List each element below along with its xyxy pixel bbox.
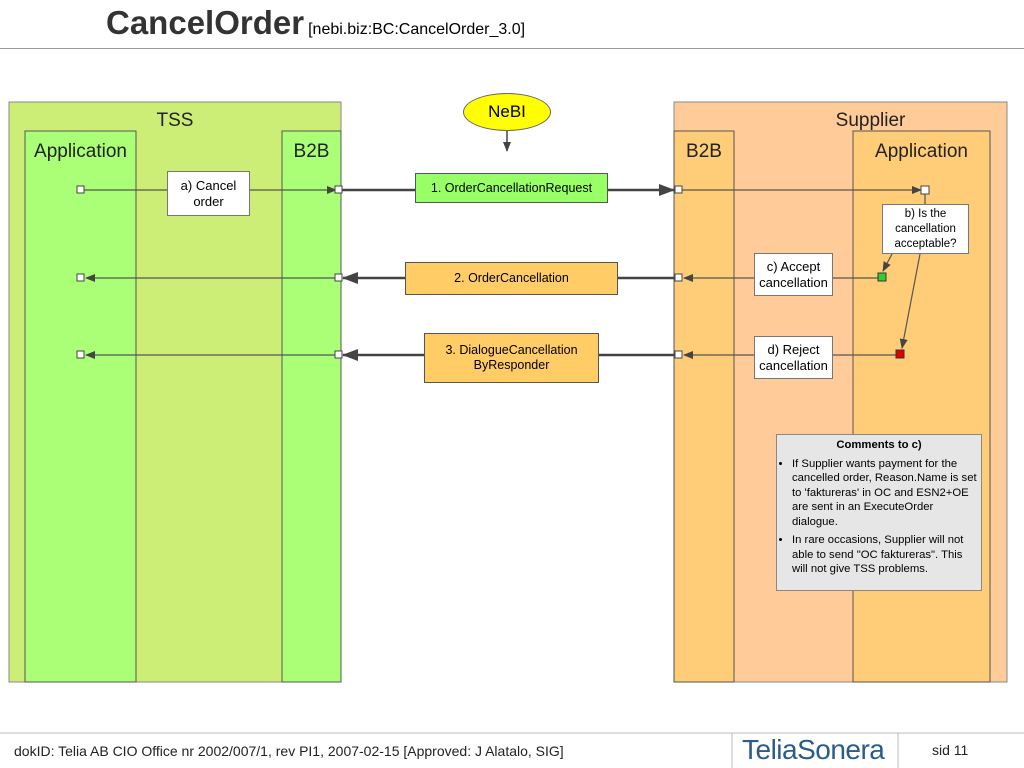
teliasonera-logo: TeliaSonera (742, 734, 885, 765)
comment-item: In rare occasions, Supplier will not abl… (792, 533, 977, 577)
message-dialogue-cancellation: 3. DialogueCancellation ByResponder (424, 333, 599, 383)
note-line: cancellation (895, 222, 956, 235)
nebi-node: NeBI (463, 93, 551, 131)
comments-title: Comments to c) (836, 439, 922, 451)
port (334, 185, 343, 194)
comments-box: Comments to c) If Supplier wants payment… (776, 434, 982, 591)
port (920, 185, 930, 195)
supplier-label: Supplier (835, 110, 906, 131)
note-reject-cancellation: d) Reject cancellation (754, 336, 833, 379)
note-is-acceptable: b) Is the cancellation acceptable? (882, 204, 969, 254)
port (674, 185, 683, 194)
port (76, 350, 85, 359)
message-order-cancellation-request: 1. OrderCancellationRequest (415, 173, 608, 203)
note-line: order (193, 193, 224, 209)
port (76, 273, 85, 282)
tss-application-label: Application (34, 141, 127, 162)
page-subtitle: [nebi.biz:BC:CancelOrder_3.0] (308, 21, 526, 38)
tss-b2b-label: B2B (293, 141, 330, 162)
page-title: CancelOrder[nebi.biz:BC:CancelOrder_3.0] (106, 4, 525, 42)
port (674, 350, 683, 359)
comments-list: If Supplier wants payment for the cancel… (781, 457, 977, 577)
tss-label: TSS (156, 110, 194, 131)
note-line: b) Is the (904, 207, 947, 220)
note-line: acceptable? (894, 237, 957, 250)
footer-doc-id: dokID: Telia AB CIO Office nr 2002/007/1… (14, 743, 564, 759)
port (334, 273, 343, 282)
port (674, 273, 683, 282)
port (76, 185, 85, 194)
header-divider (0, 48, 1024, 49)
supplier-b2b-lane (673, 130, 735, 683)
message-line: 3. DialogueCancellation (445, 343, 578, 357)
note-line: c) Accept (766, 258, 821, 274)
tss-application-lane (24, 130, 137, 683)
note-line: cancellation (759, 274, 828, 290)
decision-accept-branch (882, 253, 893, 272)
reject-marker (895, 349, 905, 359)
note-line: a) Cancel (180, 177, 237, 193)
message-order-cancellation: 2. OrderCancellation (405, 262, 618, 295)
accept-marker (877, 272, 887, 282)
port (334, 350, 343, 359)
tss-b2b-lane (281, 130, 342, 683)
note-line: cancellation (759, 357, 828, 373)
comment-item: If Supplier wants payment for the cancel… (792, 457, 977, 530)
note-cancel-order: a) Cancel order (167, 171, 250, 216)
supplier-application-label: Application (875, 141, 968, 162)
page-number: sid 11 (932, 742, 969, 758)
note-line: d) Reject (767, 341, 820, 357)
decision-reject-branch (899, 253, 921, 349)
message-line: ByResponder (473, 358, 550, 372)
note-accept-cancellation: c) Accept cancellation (754, 253, 833, 296)
supplier-b2b-label: B2B (686, 141, 722, 162)
title-text: CancelOrder (106, 4, 305, 41)
